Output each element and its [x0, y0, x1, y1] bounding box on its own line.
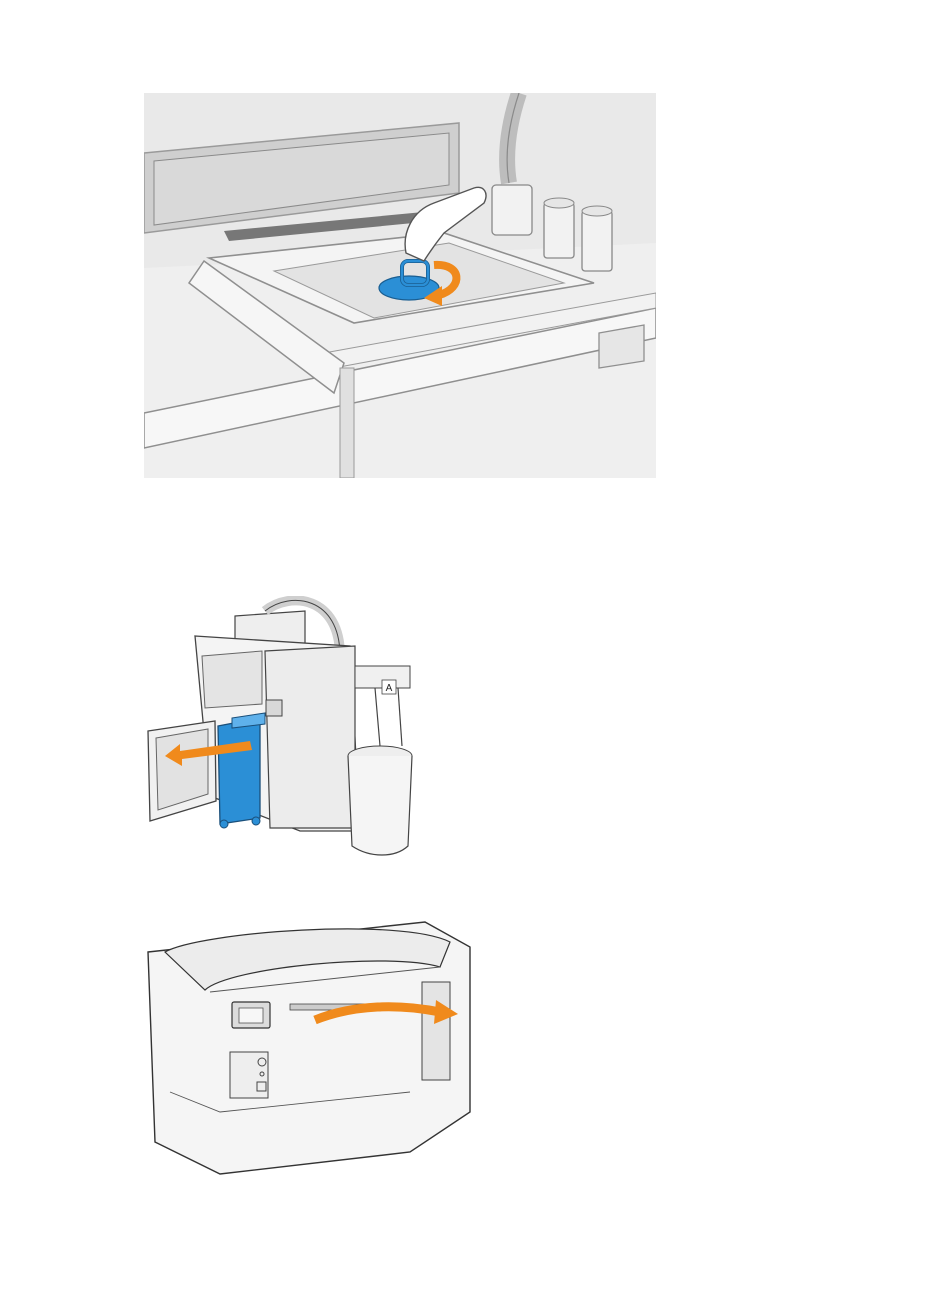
figure-printer-cover [140, 912, 475, 1180]
illustration-processing-station: A [140, 596, 425, 858]
illustration-cap-rotation [144, 93, 656, 478]
figure-cap-rotation [144, 93, 656, 478]
station-tag-label: A [386, 683, 393, 694]
illustration-printer [140, 912, 475, 1180]
figure-processing-station: A [140, 596, 425, 858]
